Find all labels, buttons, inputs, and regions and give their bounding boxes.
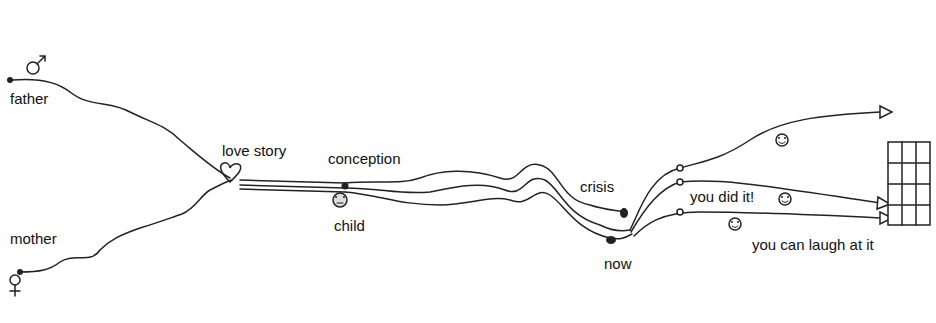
path-label: child — [334, 217, 365, 234]
path-label: now — [604, 255, 632, 272]
path-label: love story — [222, 142, 286, 159]
path-label: conception — [328, 150, 401, 167]
path-label: father — [10, 90, 48, 107]
path-label: mother — [10, 230, 57, 247]
path-label: you did it! — [690, 188, 754, 205]
path-label: crisis — [580, 178, 614, 195]
path-label: you can laugh at it — [752, 236, 874, 253]
